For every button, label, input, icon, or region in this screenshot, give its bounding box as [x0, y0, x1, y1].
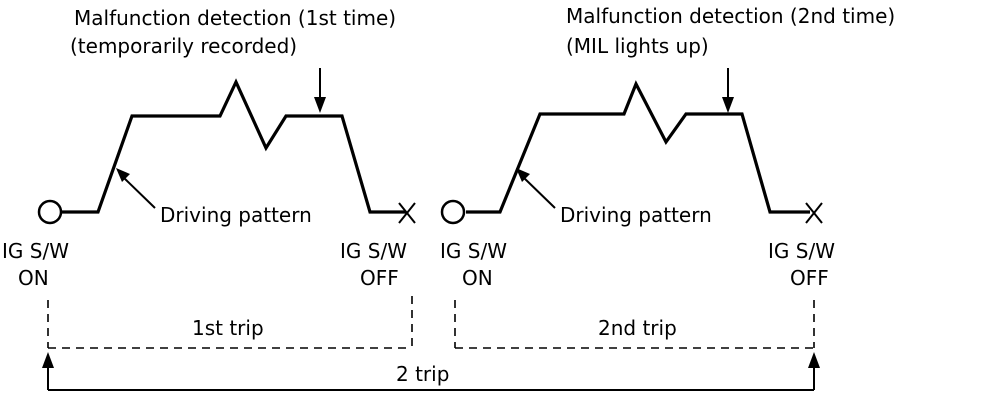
trip-2-off-label-line1: IG S/W: [768, 239, 835, 263]
trip-2-detection-title: Malfunction detection (2nd time): [566, 4, 895, 28]
trip-2-detection-note: (MIL lights up): [566, 34, 709, 58]
trip-1-driving-trace: [62, 78, 406, 214]
trip-2-group: Malfunction detection (2nd time) (MIL li…: [440, 4, 895, 349]
trip-1-label: 1st trip: [192, 316, 264, 340]
trip-1-off-label-line2: OFF: [360, 266, 399, 290]
total-span-left-arrowhead: [42, 352, 54, 368]
trip-2-pattern-label: Driving pattern: [560, 203, 712, 227]
trip-2-label: 2nd trip: [598, 316, 677, 340]
trip-2-on-label-line2: ON: [462, 266, 493, 290]
trip-2-off-label-line2: OFF: [790, 266, 829, 290]
trip-2-ignition-off-marker: [805, 202, 823, 224]
trip-2-pattern-pointer-head: [516, 168, 530, 182]
total-span-label: 2 trip: [396, 362, 449, 386]
trip-1-detection-title: Malfunction detection (1st time): [74, 6, 396, 30]
trip-2-pattern-pointer: [521, 175, 556, 209]
trip-1-pattern-pointer-head: [116, 168, 130, 182]
trip-1-pattern-pointer: [121, 175, 156, 209]
trip-2-driving-trace: [466, 80, 810, 214]
total-span-group: 2 trip: [42, 352, 820, 391]
trip-1-ignition-off-marker: [398, 202, 416, 224]
trip-1-group: Malfunction detection (1st time) (tempor…: [2, 6, 416, 349]
trip-1-ignition-on-marker: [37, 199, 63, 225]
trip-2-detection-arrowhead: [722, 97, 734, 113]
trip-1-on-label-line2: ON: [18, 266, 49, 290]
trip-1-detection-arrowhead: [314, 97, 326, 113]
trip-1-detection-note: (temporarily recorded): [70, 34, 297, 58]
trip-2-on-label-line1: IG S/W: [440, 239, 507, 263]
trip-1-on-label-line1: IG S/W: [2, 239, 69, 263]
total-span-right-arrowhead: [808, 352, 820, 368]
trip-1-off-label-line1: IG S/W: [340, 239, 407, 263]
trip-2-ignition-on-marker: [440, 199, 466, 225]
trip-1-pattern-label: Driving pattern: [160, 203, 312, 227]
